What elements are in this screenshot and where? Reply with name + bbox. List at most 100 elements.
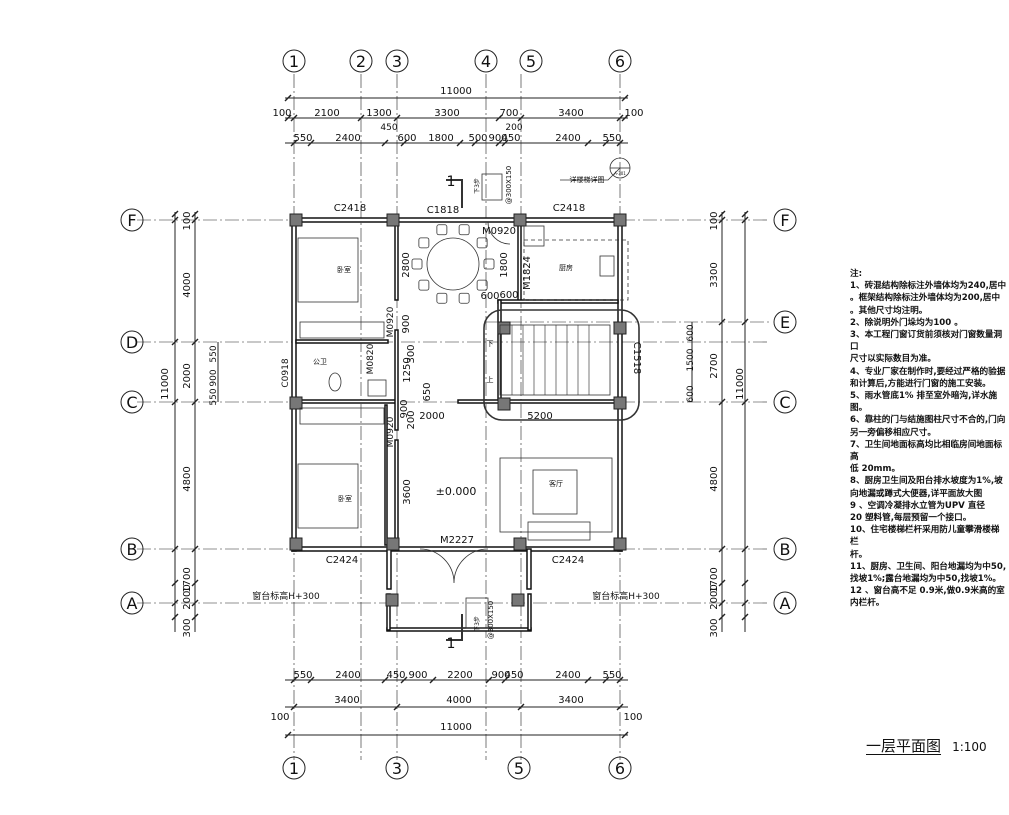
axis-bubble-top: 6: [615, 52, 625, 71]
dim-tick: [429, 676, 437, 684]
wall: [291, 546, 623, 552]
door-label: M2227: [440, 535, 474, 546]
dim-tick: [741, 545, 749, 553]
axis-bubble-top-circle: [385, 49, 409, 73]
window-label: C0918: [281, 358, 291, 387]
dim-tick: [718, 398, 726, 406]
drawing-title-text: 一层平面图: [866, 737, 942, 755]
dim-tick: [616, 676, 624, 684]
dim-tick: [284, 114, 292, 122]
axis-bubble-top: 4: [481, 52, 491, 71]
dim-tick: [517, 114, 525, 122]
dim-tick: [621, 114, 629, 122]
dim-tick: [171, 216, 179, 224]
structural-column: [386, 213, 400, 227]
sill-label: 窗台标高H+300: [592, 590, 660, 602]
room-name: 卧室: [337, 265, 351, 274]
rear-steps: [481, 173, 503, 201]
dim-tick: [191, 599, 199, 607]
sill-label: 窗台标高H+300: [252, 590, 320, 602]
axis-bubble-top-circle: [349, 49, 373, 73]
wash-basin: [367, 379, 387, 397]
interior-dim: 2000: [419, 411, 444, 422]
interior-dim: 300: [406, 344, 417, 363]
interior-dim: 900: [401, 314, 412, 333]
axis-bubble-bottom-circle: [282, 756, 306, 780]
structural-column: [289, 396, 303, 410]
window-label: C2424: [326, 555, 358, 566]
note-line: 另一旁偏移相应尺寸。: [850, 427, 936, 438]
structural-column: [613, 213, 627, 227]
dim-text: 100: [624, 108, 643, 119]
dim-tick: [400, 676, 408, 684]
dim-tick: [381, 676, 389, 684]
structural-column: [613, 321, 627, 335]
note-line: 2、除说明外门垛均为100 。: [850, 317, 963, 328]
stair-highlight: [483, 309, 640, 421]
dim-tick: [171, 613, 179, 621]
dim-tick: [501, 139, 509, 147]
dim-text: 2400: [555, 133, 580, 144]
dim-tick: [584, 676, 592, 684]
drawing-title: 一层平面图 1:100: [866, 735, 987, 756]
dim-text: 550: [602, 133, 621, 144]
interior-dim: 1800: [499, 252, 510, 277]
dim-tick: [393, 114, 401, 122]
dim-text: 3400: [558, 695, 583, 706]
window-label: C1518: [631, 342, 642, 374]
dining-table: [426, 237, 480, 291]
dim-text: 2400: [555, 670, 580, 681]
interior-dim: 1250: [402, 357, 413, 382]
note-line: 3、本工程门窗订货前须核对门窗数量洞口: [850, 330, 1003, 353]
structural-column: [386, 537, 400, 551]
dim-tick: [718, 318, 726, 326]
dim-tick: [307, 676, 315, 684]
dim-text: 100: [270, 712, 289, 723]
entry-steps: [465, 597, 489, 629]
door-label: M0920: [482, 226, 516, 237]
note-line: 图。: [850, 403, 868, 414]
axis-bubble-left-circle: [120, 591, 144, 615]
note-line: 6、靠柱的门与结施图柱尺寸不合的,门向: [850, 415, 1006, 426]
axis-bubble-right-circle: [773, 310, 797, 334]
structural-column: [289, 537, 303, 551]
room-name: 公卫: [313, 358, 327, 366]
dim-text: 3300: [434, 108, 459, 119]
section-number: 1: [447, 174, 456, 190]
dim-tick: [718, 613, 726, 621]
door-swing: [419, 548, 489, 584]
dim-text: 1700: [182, 567, 193, 592]
dim-text: 450: [504, 670, 523, 681]
dim-text: 700: [499, 108, 518, 119]
dim-tick: [393, 703, 401, 711]
detail-callout: [609, 157, 631, 179]
axis-bubble-top-circle: [474, 49, 498, 73]
interior-dim: 5200: [527, 411, 552, 422]
axis-bubble-bottom: 6: [615, 759, 625, 778]
dim-tick: [495, 139, 503, 147]
axis-bubble-left-circle: [120, 208, 144, 232]
wall: [386, 548, 392, 590]
drawing-scale: 1:100: [952, 740, 987, 754]
dining-chair: [411, 258, 423, 270]
door-swing: [487, 221, 511, 245]
dim-tick: [741, 579, 749, 587]
dim-tick: [602, 139, 610, 147]
window-label: C2418: [334, 203, 366, 214]
axis-bubble-right: B: [780, 540, 791, 559]
dim-text: 1800: [428, 133, 453, 144]
dim-tick: [741, 613, 749, 621]
door-label: M0820: [366, 343, 376, 374]
dim-text: 2000: [182, 363, 193, 388]
dim-text: 11000: [440, 86, 472, 97]
structural-column: [513, 537, 527, 551]
dim-text: 2400: [335, 133, 360, 144]
dim-tick: [621, 731, 629, 739]
axis-bubble-left: F: [127, 211, 136, 230]
wardrobe: [299, 321, 385, 339]
dining-chair: [436, 292, 448, 304]
section-mark: [446, 179, 463, 208]
stair: [499, 324, 611, 396]
axis-bubble-top-circle: [608, 49, 632, 73]
dim-tick: [191, 216, 199, 224]
